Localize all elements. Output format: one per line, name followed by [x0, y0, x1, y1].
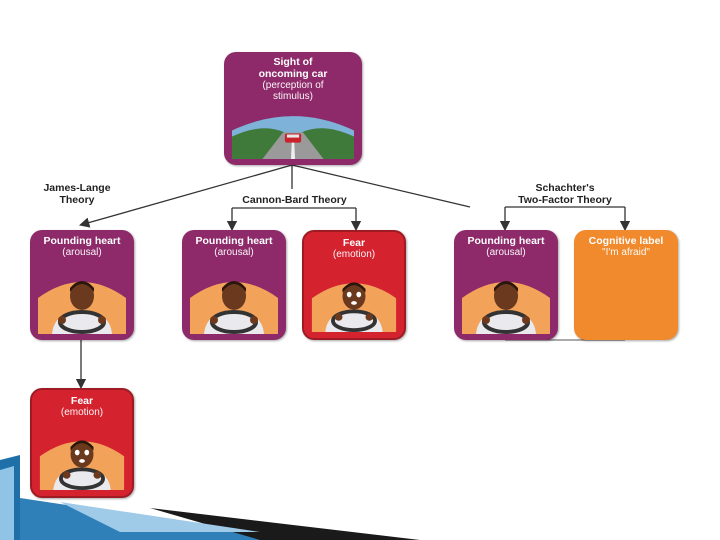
cb-fear-subtitle: (emotion) [332, 249, 376, 260]
cb-arousal-title: Pounding heart [195, 235, 273, 247]
driver-calm-illustration [460, 270, 552, 334]
driver-calm-illustration [36, 270, 128, 334]
james-lange-line2: Theory [59, 194, 95, 206]
theory-james-lange: James-Lange Theory [22, 182, 132, 206]
driver-afraid-illustration [38, 430, 126, 490]
james-lange-line1: James-Lange [43, 182, 111, 194]
arrow-to-james-lange [78, 164, 293, 228]
sc-label-subtitle: "I'm afraid" [602, 247, 650, 258]
stimulus-line2: oncoming car [258, 68, 328, 80]
sc-label-title: Cognitive label [588, 235, 664, 247]
sc-arousal-subtitle: (arousal) [486, 247, 526, 258]
stimulus-line3: (perception of [262, 80, 324, 91]
sc-cognitive-label-card: Cognitive label "I'm afraid" [574, 230, 678, 340]
cb-arousal-card: Pounding heart (arousal) [182, 230, 286, 340]
sc-arousal-title: Pounding heart [467, 235, 545, 247]
driver-afraid-illustration [310, 272, 398, 332]
oncoming-car-illustration [232, 108, 354, 159]
jl-fear-title: Fear [70, 395, 94, 407]
jl-arousal-subtitle: (arousal) [62, 247, 102, 258]
jl-fear-subtitle: (emotion) [60, 407, 104, 418]
sc-arousal-card: Pounding heart (arousal) [454, 230, 558, 340]
stimulus-card: Sight of oncoming car (perception of sti… [224, 52, 362, 165]
stimulus-line1: Sight of [273, 56, 313, 68]
driver-calm-illustration [188, 270, 280, 334]
jl-arousal-card: Pounding heart (arousal) [30, 230, 134, 340]
jl-fear-card: Fear (emotion) [30, 388, 134, 498]
cb-fear-card: Fear (emotion) [302, 230, 406, 340]
schachter-line2: Two-Factor Theory [518, 194, 612, 206]
stimulus-line4: stimulus) [272, 91, 313, 102]
schachter-line1: Schachter's [535, 182, 595, 194]
cb-fear-title: Fear [342, 237, 366, 249]
cannon-bard-line1: Cannon-Bard Theory [242, 194, 347, 206]
cb-arousal-subtitle: (arousal) [214, 247, 254, 258]
theory-schachter: Schachter's Two-Factor Theory [500, 182, 630, 206]
theory-cannon-bard: Cannon-Bard Theory [222, 194, 367, 206]
arrow-to-schachter [291, 164, 471, 208]
jl-arousal-title: Pounding heart [43, 235, 121, 247]
